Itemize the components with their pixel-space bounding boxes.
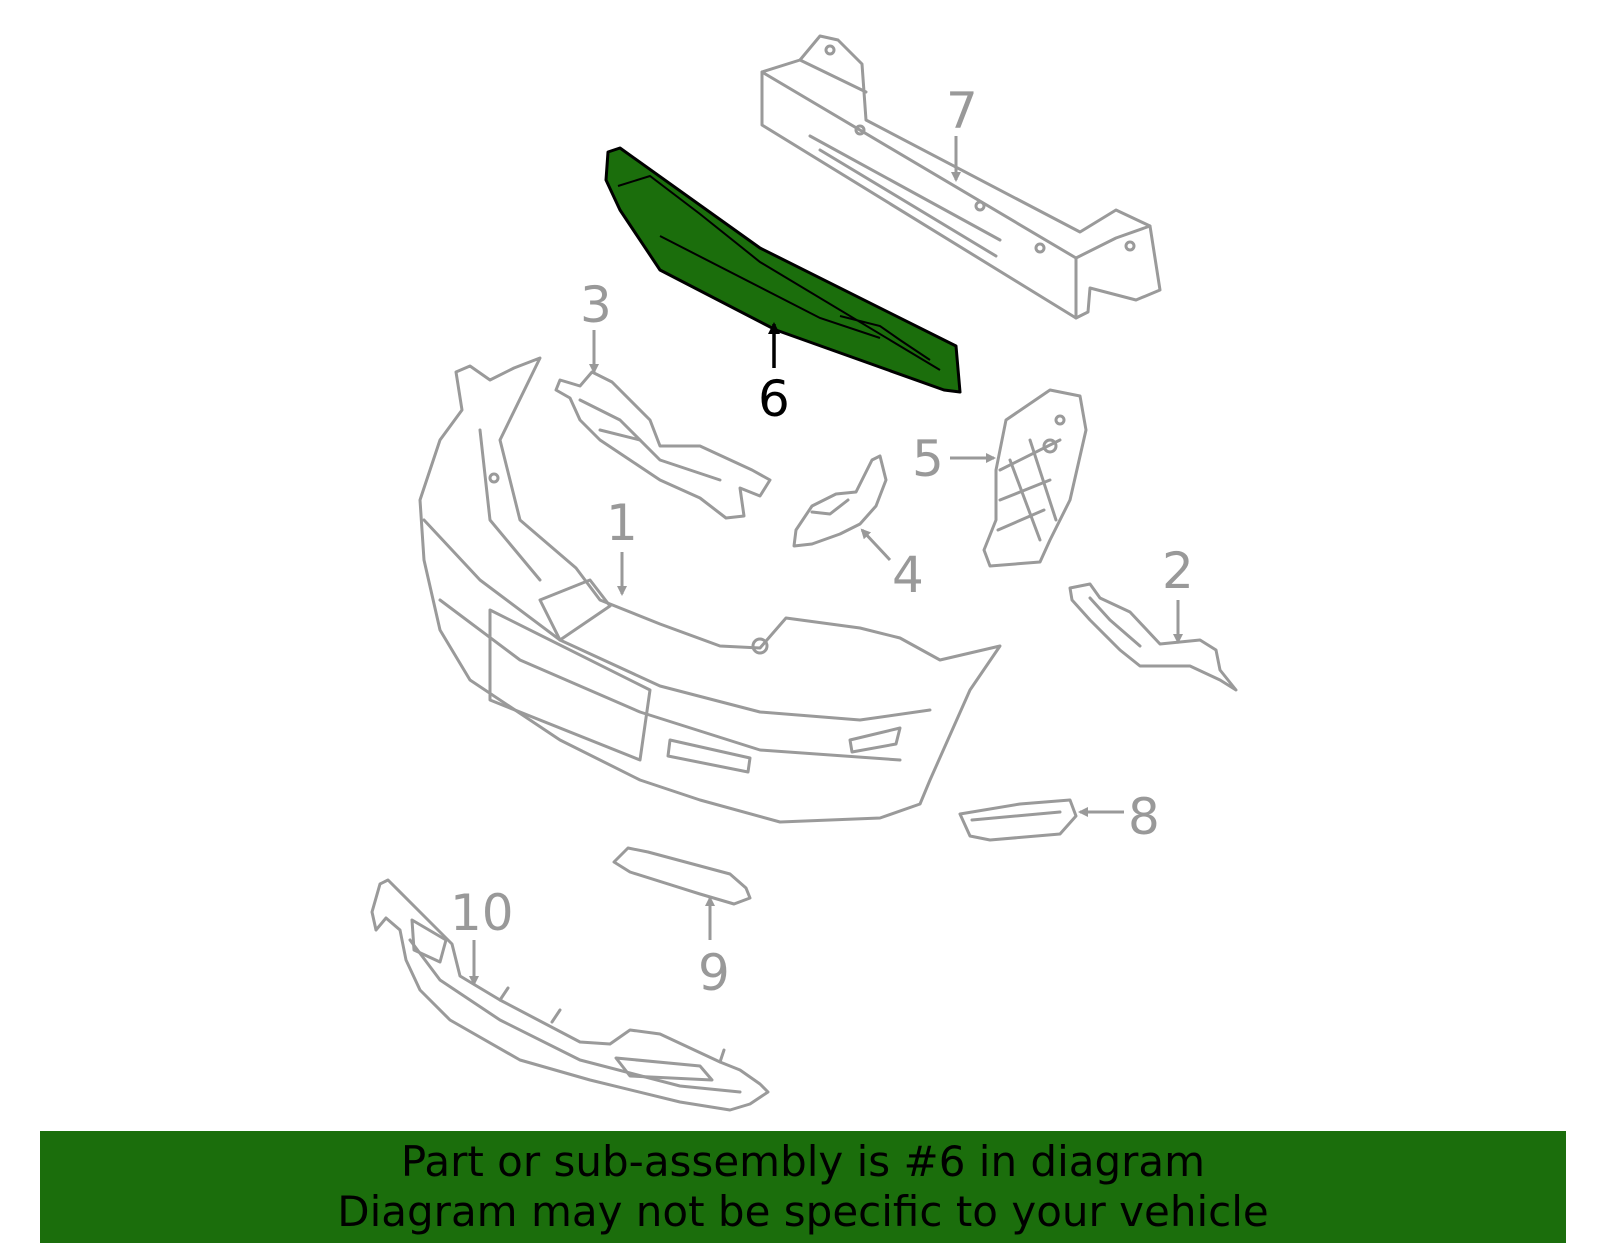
part-7-reinforcement-beam[interactable] — [760, 34, 1162, 320]
part-5-side-bracket[interactable] — [982, 388, 1088, 568]
callout-9[interactable]: 9 — [698, 944, 730, 1002]
callout-5[interactable]: 5 — [912, 430, 944, 488]
part-3-bracket[interactable] — [554, 370, 772, 520]
callout-1[interactable]: 1 — [606, 494, 638, 552]
callout-3[interactable]: 3 — [580, 276, 612, 334]
arrow-4 — [860, 528, 892, 562]
callout-8[interactable]: 8 — [1128, 788, 1160, 846]
banner-line-disclaimer: Diagram may not be specific to your vehi… — [337, 1187, 1269, 1236]
part-6-energy-absorber[interactable] — [604, 146, 962, 394]
callout-2[interactable]: 2 — [1162, 542, 1194, 600]
callout-arrows — [469, 136, 1183, 986]
callout-7[interactable]: 7 — [946, 82, 978, 140]
part-1-bumper-cover[interactable] — [418, 356, 1002, 824]
part-2-bracket[interactable] — [1068, 582, 1238, 692]
part-8-cover[interactable] — [958, 798, 1078, 842]
info-banner: Part or sub-assembly is #6 in diagram Di… — [40, 1131, 1566, 1243]
callout-4[interactable]: 4 — [892, 546, 924, 604]
callout-10[interactable]: 10 — [450, 884, 514, 942]
part-4-bracket[interactable] — [792, 454, 888, 548]
part-10-lower-grille[interactable] — [370, 878, 770, 1112]
callout-labels: 7 3 6 5 1 4 2 8 9 10 — [450, 82, 1194, 1002]
part-9-molding[interactable] — [612, 846, 752, 906]
callout-6[interactable]: 6 — [758, 370, 790, 428]
banner-line-part: Part or sub-assembly is #6 in diagram — [400, 1137, 1206, 1186]
